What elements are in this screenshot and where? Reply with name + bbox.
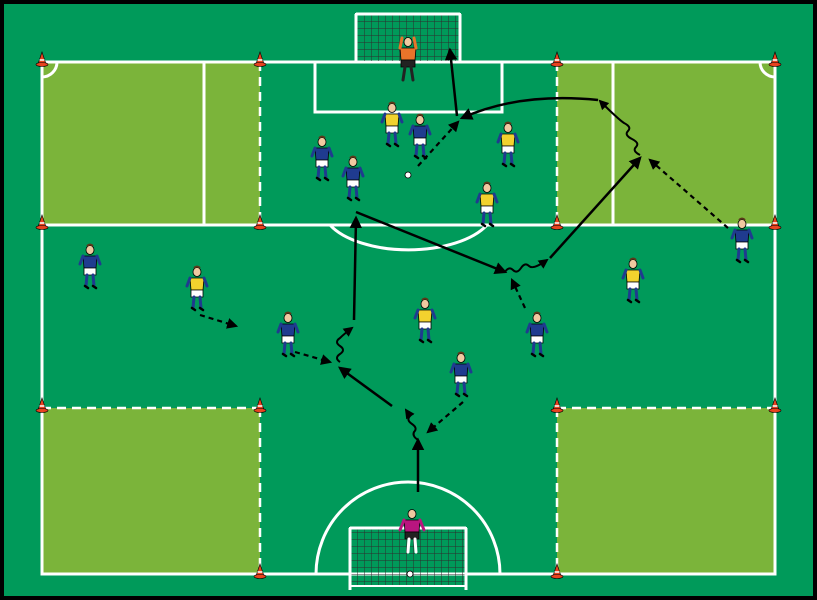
zone-bottom-right	[557, 408, 775, 574]
goalkeeper-bottom	[398, 509, 426, 554]
dribble-arrows	[336, 99, 641, 441]
zone-bottom-left	[42, 408, 260, 574]
ball-icon	[404, 171, 414, 578]
pass-arrows	[337, 47, 642, 492]
zone-top-right	[557, 62, 775, 225]
goalkeeper-top	[398, 36, 418, 82]
zone-dashed-lines	[42, 62, 775, 574]
zone-top-left	[42, 62, 260, 225]
run-arrows	[199, 120, 729, 434]
